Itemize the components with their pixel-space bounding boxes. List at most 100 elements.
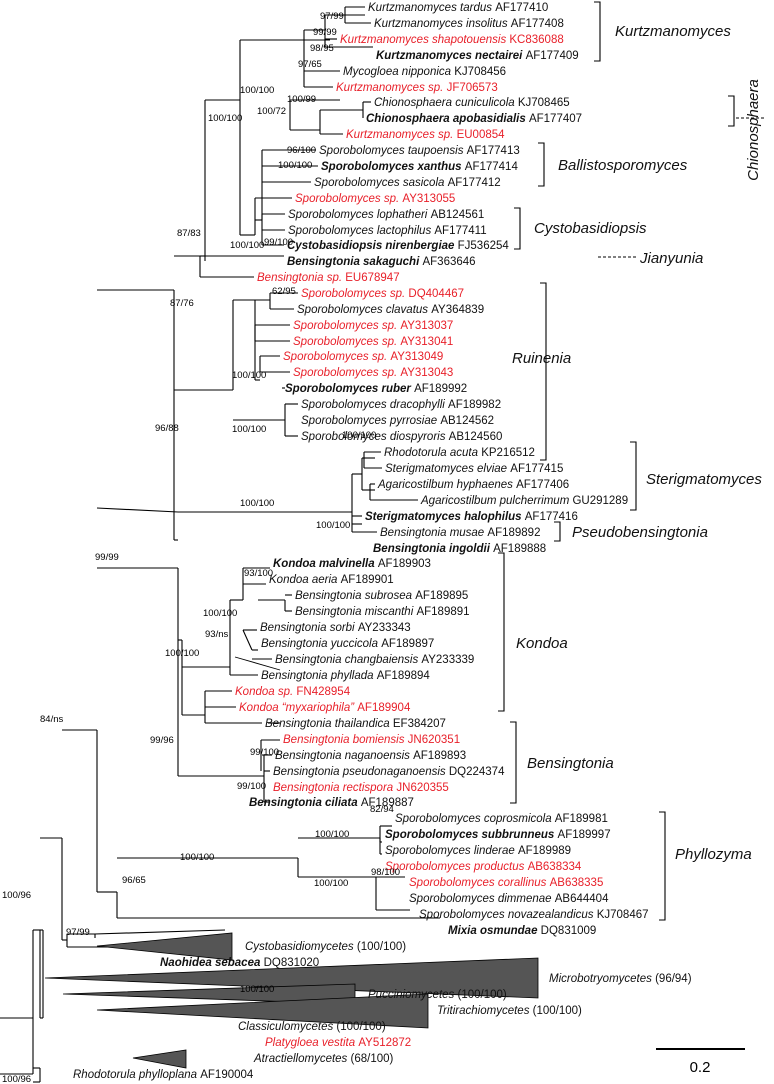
tip-name: Bensingtonia subrosea [295,590,415,602]
tip-accession: AF177407 [529,113,582,125]
tip-label: Bensingtonia phyllada AF189894 [261,670,430,682]
tip-accession: AF189904 [357,702,411,714]
clade-label: Ruinenia [512,350,571,367]
tip-name: Bensingtonia ingoldii [373,543,493,555]
tip-label: Kurtzmanomyces shapotouensis KC836088 [340,34,564,46]
clade-label: Pseudobensingtonia [572,524,708,541]
tip-label: Chionosphaera apobasidialis AF177407 [366,113,582,125]
tip-name: Kondoa “myxariophila” [239,702,357,714]
support-value: 100/100 [203,608,237,619]
clade-label: Ballistosporomyces [558,157,688,174]
tip-name: Sporobolomyces ruber [285,383,414,395]
tip-name: Bensingtonia phyllada [261,670,377,682]
tip-name: Rhodotorula acuta [384,447,481,459]
tip-label: Kurtzmanomyces tardus AF177410 [368,2,548,14]
tip-label: Sporobolomyces subbrunneus AF189997 [385,829,611,841]
tip-name: Kondoa sp. [235,686,296,698]
tip-label: Bensingtonia musae AF189892 [380,527,540,539]
tip-accession: DQ224374 [449,766,505,778]
tip-label: Sporobolomyces sp. AY313041 [293,336,453,348]
collapsed-clade-triangle [62,983,356,1005]
clade-bracket [594,1,601,62]
tip-label: Bensingtonia naganoensis AF189893 [275,750,466,762]
tip-accession: AF189888 [493,543,546,555]
tip-label: Pucciniomycetes (100/100) [368,989,507,1001]
tip-name: Sporobolomyces dimmenae [409,893,555,905]
tip-name: Mixia osmundae [448,925,541,937]
tip-accession: AF177416 [525,511,578,523]
tip-label: Kondoa “myxariophila” AF189904 [239,702,411,714]
support-value: 100/100 [232,424,266,435]
support-value: 100/100 [316,520,350,531]
tip-accession: AF177408 [511,18,564,30]
tip-label: Kondoa aeria AF189901 [269,574,394,586]
tip-accession: AF177412 [448,177,501,189]
tip-name: Bensingtonia sakaguchi [287,256,422,268]
tip-accession: AB638335 [550,877,604,889]
tip-label: Atractiellomycetes (68/100) [253,1053,394,1065]
tip-accession: AB644404 [555,893,609,905]
support-value: 99/100 [250,747,279,758]
clade-label: Cystobasidiopsis [534,220,647,237]
tip-accession: AF189903 [378,558,431,570]
tip-name: Agaricostilbum pulcherrimum [420,495,572,507]
tip-accession: AF177406 [516,479,569,491]
tip-label: Kondoa sp. FN428954 [235,686,351,698]
support-value: 97/99 [320,11,344,22]
tip-accession: (100/100) [336,1021,385,1033]
support-value: 99/96 [150,735,174,746]
tip-accession: AY364839 [431,304,484,316]
clade-label: Jianyunia [639,250,703,267]
clade-label: Phyllozyma [675,846,752,863]
support-leader [234,656,281,671]
tip-label: Sporobolomyces sasicola AF177412 [314,177,501,189]
tip-name: Sporobolomyces pyrrosiae [301,415,440,427]
scale-bar-label: 0.2 [690,1059,711,1076]
tip-accession: AF189892 [487,527,540,539]
tip-name: Sporobolomyces linderae [385,845,518,857]
tip-name: Sporobolomyces sp. [283,351,390,363]
tip-accession: AB638334 [528,861,582,873]
tip-label: Bensingtonia yuccicola AF189897 [261,638,434,650]
tip-label: Sporobolomyces dimmenae AB644404 [409,893,609,905]
tree-branch [242,629,253,651]
support-value: 100/96 [2,890,31,901]
tip-label: Bensingtonia rectispora JN620355 [273,782,449,794]
tip-accession: EF384207 [393,718,446,730]
support-value: 96/65 [122,875,146,886]
tip-accession: (100/100) [533,1005,582,1017]
tip-accession: AF189901 [341,574,394,586]
tip-label: Sporobolomyces novazealandicus KJ708467 [419,909,649,921]
tip-label: Kurtzmanomyces insolitus AF177408 [374,18,564,30]
tip-label: Bensingtonia ingoldii AF189888 [373,543,546,555]
tip-accession: AY313055 [402,193,455,205]
tip-name: Chionosphaera apobasidialis [366,113,529,125]
tip-name: Bensingtonia miscanthi [295,606,416,618]
tip-name: Sporobolomyces dracophylli [301,399,448,411]
support-value: 84/ns [40,714,63,725]
tip-name: Sporobolomyces xanthus [321,161,465,173]
tip-accession: AF177413 [467,145,520,157]
tip-accession: AF189997 [558,829,611,841]
tip-name: Kurtzmanomyces sp. [336,82,447,94]
support-value: 100/100 [315,829,349,840]
tip-name: Sporobolomyces clavatus [297,304,431,316]
tip-accession: AF189897 [381,638,434,650]
tip-accession: AY313037 [400,320,453,332]
tip-name: Bensingtonia changbaiensis [275,654,421,666]
scale-bar: 0.2 [656,1048,745,1076]
tip-name: Kurtzmanomyces nectairei [376,50,526,62]
support-value: 100/100 [314,878,348,889]
tip-label: Bensingtonia subrosea AF189895 [295,590,468,602]
clade-bracket [538,142,545,187]
clade-bracket [498,552,505,712]
tip-name: Sporobolomyces sp. [301,288,408,300]
tip-name: Sporobolomyces subbrunneus [385,829,558,841]
tip-accession: JF706573 [447,82,498,94]
tree-branch [96,507,179,513]
tip-label: Sporobolomyces sp. DQ404467 [301,288,464,300]
tip-name: Kondoa aeria [269,574,341,586]
tip-name: Microbotryomycetes [549,973,655,985]
tip-label: Microbotryomycetes (96/94) [549,973,692,985]
clade-bracket [514,207,521,250]
